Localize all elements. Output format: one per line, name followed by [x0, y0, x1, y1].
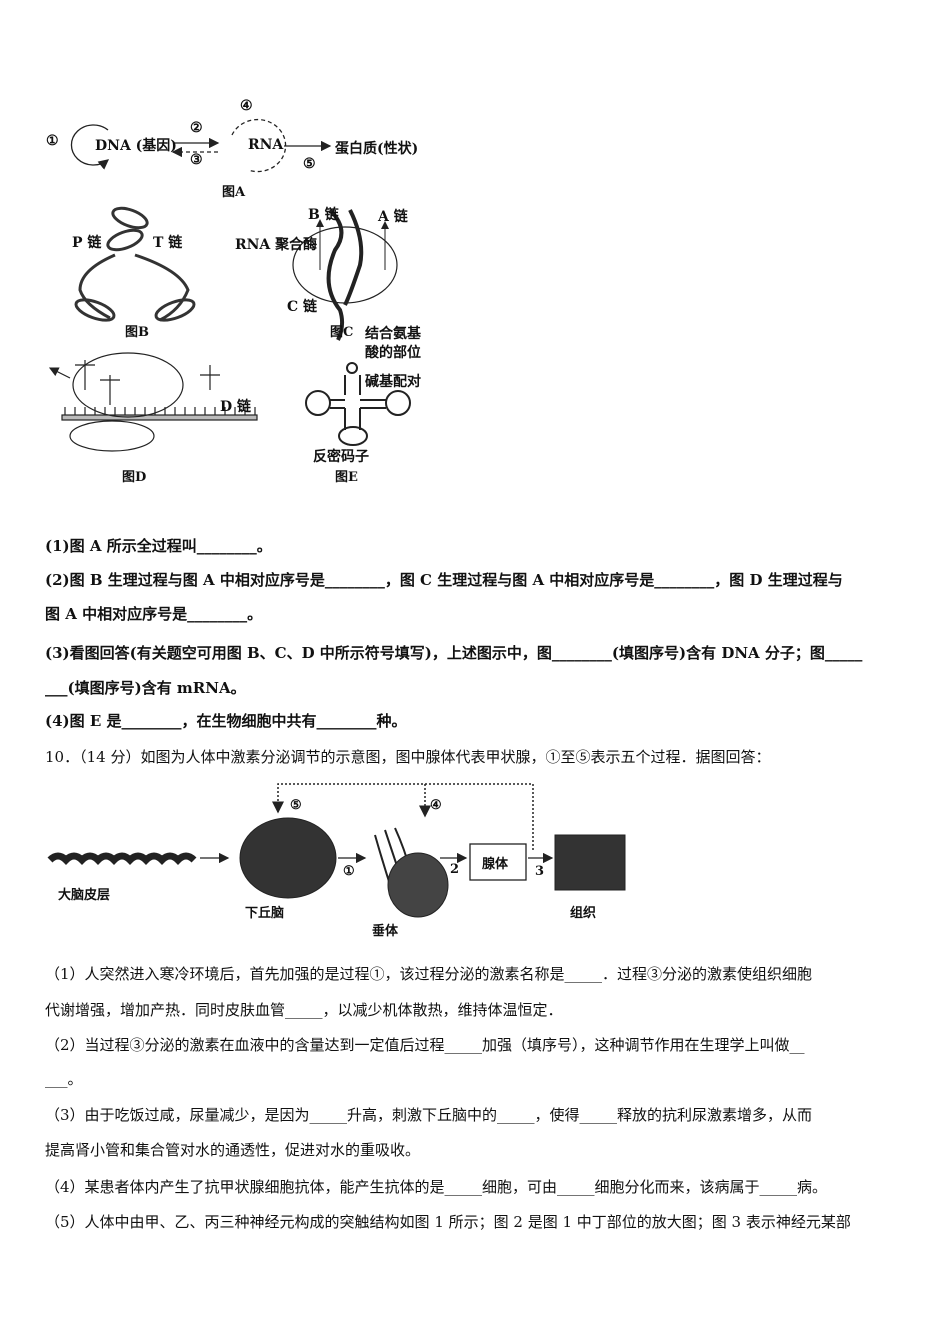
- fig-a-process-2: ②: [190, 120, 203, 136]
- fig-a-process-1: ①: [46, 133, 59, 149]
- fig-e-amino-site-2: 酸的部位: [365, 345, 421, 361]
- q9-part-2-line-1: (2)图 B 生理过程与图 A 中相对应序号是________，图 C 生理过程…: [45, 571, 843, 589]
- figure-c-diagram: [292, 208, 398, 341]
- figure-b-diagram: [74, 206, 196, 322]
- q10-part-1-line-1: （1）人突然进入寒冷环境后，首先加强的是过程①，该过程分泌的激素名称是_____…: [45, 965, 813, 983]
- q10-fig-cortex: 大脑皮层: [58, 888, 111, 903]
- q9-part-4: (4)图 E 是________，在生物细胞中共有________种。: [45, 712, 407, 730]
- fig-a-process-5: ⑤: [303, 156, 316, 172]
- q9-part-2-line-2: 图 A 中相对应序号是________。: [45, 605, 263, 623]
- q10-fig-gland: 腺体: [482, 857, 509, 872]
- q10-fig-process-5: ⑤: [290, 798, 302, 813]
- q10-title: 10．（14 分）如图为人体中激素分泌调节的示意图，图中腺体代表甲状腺，①至⑤表…: [45, 748, 771, 766]
- q10-part-1-line-2: 代谢增强，增加产热．同时皮肤血管_____，以减少机体散热，维持体温恒定．: [45, 1001, 563, 1019]
- q9-part-3-line-1: (3)看图回答(有关题空可用图 B、C、D 中所示符号填写)，上述图示中，图__…: [45, 644, 863, 662]
- fig-e-caption: 图E: [335, 470, 358, 485]
- figure-e-diagram: [305, 362, 411, 446]
- fig-b-caption: 图B: [125, 325, 149, 340]
- figure-a-diagram: [70, 118, 332, 173]
- q10-fig-hypothalamus: 下丘脑: [245, 906, 285, 921]
- figure-d-diagram: [48, 352, 258, 452]
- q10-fig-process-3: 3: [535, 864, 545, 879]
- q10-part-4: （4）某患者体内产生了抗甲状腺细胞抗体，能产生抗体的是_____细胞，可由___…: [45, 1178, 828, 1196]
- q10-part-2-line-2: ___。: [45, 1070, 83, 1088]
- q10-part-3-line-2: 提高肾小管和集合管对水的通透性，促进对水的重吸收。: [45, 1141, 421, 1159]
- fig-e-amino-site-1: 结合氨基: [365, 326, 421, 342]
- q10-fig-process-2: 2: [450, 862, 460, 877]
- q10-part-3-line-1: （3）由于吃饭过咸，尿量减少，是因为_____升高，刺激下丘脑中的_____，使…: [45, 1106, 813, 1124]
- q10-fig-process-4: ④: [430, 798, 442, 813]
- fig-d-d-chain: D 链: [220, 399, 252, 415]
- fig-c-a-chain: A 链: [378, 209, 408, 225]
- fig-e-base-pairing: 碱基配对: [365, 374, 421, 390]
- fig-a-protein-label: 蛋白质(性状): [335, 141, 419, 157]
- fig-a-rna-label: RNA: [248, 137, 284, 153]
- q10-part-5: （5）人体中由甲、乙、丙三种神经元构成的突触结构如图 1 所示；图 2 是图 1…: [45, 1213, 851, 1231]
- fig-e-anticodon: 反密码子: [313, 449, 369, 465]
- fig-d-caption: 图D: [122, 470, 147, 485]
- hormone-regulation-diagram: [47, 783, 626, 918]
- fig-c-caption: 图C: [330, 325, 354, 340]
- fig-a-caption: 图A: [222, 185, 246, 200]
- q10-fig-process-1: ①: [343, 864, 355, 879]
- q10-fig-tissue: 组织: [570, 906, 597, 921]
- q10-part-2-line-1: （2）当过程③分泌的激素在血液中的含量达到一定值后过程_____加强（填序号），…: [45, 1036, 805, 1054]
- fig-c-rna-polymerase: RNA 聚合酶: [235, 237, 318, 253]
- q9-part-1: (1)图 A 所示全过程叫________。: [45, 537, 272, 555]
- q10-fig-pituitary: 垂体: [372, 924, 399, 939]
- fig-b-t-chain: T 链: [153, 235, 183, 251]
- fig-b-p-chain: P 链: [72, 235, 102, 251]
- fig-a-process-4: ④: [240, 98, 253, 114]
- fig-a-dna-label: DNA (基因): [95, 138, 177, 154]
- fig-c-c-chain: C 链: [287, 299, 318, 315]
- fig-c-b-chain: B 链: [308, 207, 339, 223]
- fig-a-process-3: ③: [190, 152, 203, 168]
- q9-part-3-line-2: ___(填图序号)含有 mRNA。: [45, 679, 246, 697]
